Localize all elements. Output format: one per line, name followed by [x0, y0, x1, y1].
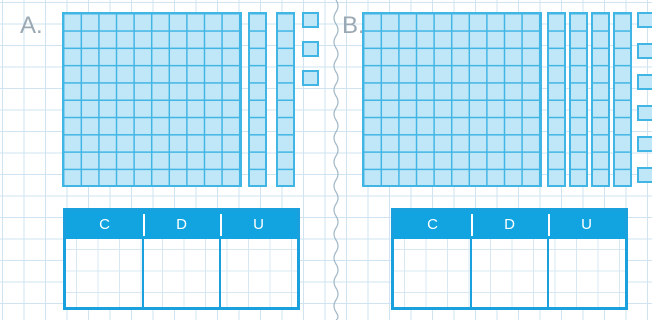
- hundreds-header: C: [394, 211, 471, 239]
- table-answer-row[interactable]: [394, 239, 625, 307]
- hundred-block: [362, 12, 542, 187]
- units-cell[interactable]: [547, 239, 625, 307]
- unit-cube: [637, 105, 652, 121]
- ten-rod: [248, 12, 267, 187]
- table-answer-row[interactable]: [66, 239, 297, 307]
- unit-cube: [302, 70, 319, 86]
- unit-cube: [302, 41, 319, 57]
- panel-a-label: A.: [20, 12, 43, 40]
- hundreds-cell[interactable]: [394, 239, 470, 307]
- unit-cube: [637, 167, 652, 183]
- table-header: C D U: [394, 211, 625, 239]
- unit-cube: [637, 74, 652, 90]
- ten-rod: [547, 12, 566, 187]
- unit-cube: [637, 43, 652, 59]
- tens-header: D: [143, 211, 220, 239]
- unit-cube: [302, 12, 319, 28]
- hundred-block: [62, 12, 242, 187]
- tens-cell[interactable]: [142, 239, 220, 307]
- place-value-table-a: C D U: [63, 208, 300, 310]
- tens-cell[interactable]: [470, 239, 548, 307]
- ten-rod: [569, 12, 588, 187]
- table-header: C D U: [66, 211, 297, 239]
- hundreds-header: C: [66, 211, 143, 239]
- wavy-divider: [328, 0, 344, 320]
- unit-cube: [637, 136, 652, 152]
- unit-cube: [637, 12, 652, 28]
- units-cell[interactable]: [219, 239, 297, 307]
- ten-rod: [591, 12, 610, 187]
- hundreds-cell[interactable]: [66, 239, 142, 307]
- units-header: U: [548, 211, 625, 239]
- ten-rod: [276, 12, 295, 187]
- tens-header: D: [471, 211, 548, 239]
- ten-rod: [613, 12, 632, 187]
- place-value-table-b: C D U: [391, 208, 628, 310]
- units-header: U: [220, 211, 297, 239]
